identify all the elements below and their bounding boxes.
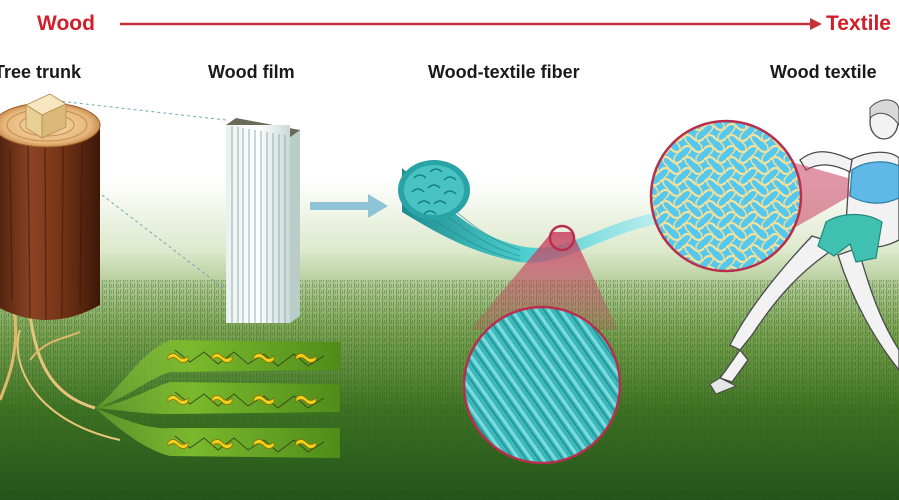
process-start-label: Wood — [37, 12, 95, 35]
tree-trunk-illustration — [0, 93, 101, 321]
fiber-zoom-illustration — [462, 305, 622, 465]
stage-label-wood-textile: Wood textile — [770, 62, 877, 82]
fabric-weave-zoom-illustration — [649, 119, 803, 273]
wood-textile-fiber-illustration — [398, 160, 660, 263]
wood-film-illustration — [225, 118, 301, 323]
runner-figure-illustration — [709, 99, 899, 395]
stage-label-wood-film: Wood film — [208, 62, 295, 82]
stage-label-tree-trunk: Tree trunk — [0, 62, 82, 82]
process-end-label: Textile — [826, 12, 891, 35]
stage-label-wood-textile-fiber: Wood-textile fiber — [428, 62, 580, 82]
cellulose-fibers-illustration — [95, 340, 340, 458]
